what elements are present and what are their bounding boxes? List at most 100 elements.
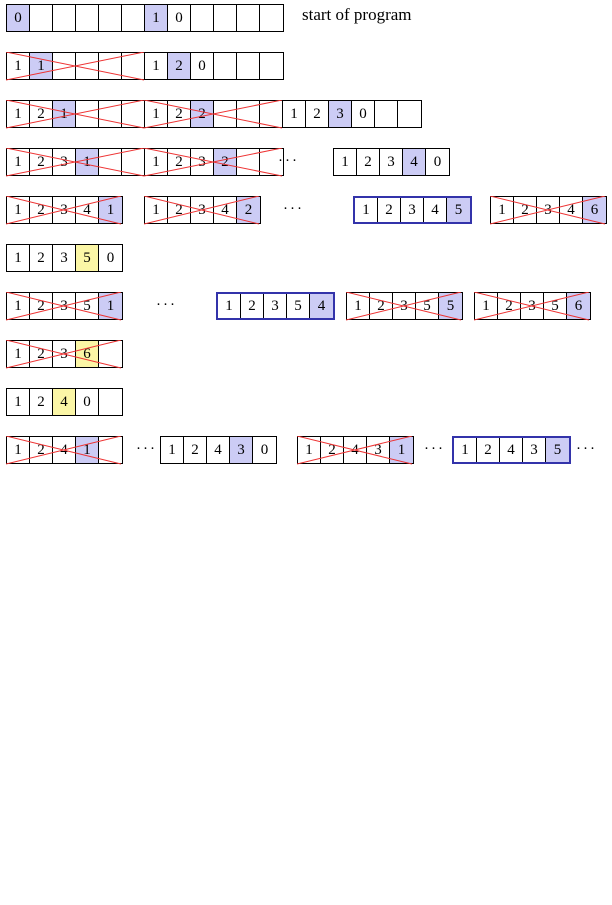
array-cell: 2: [30, 437, 53, 463]
array-cell: [53, 5, 76, 31]
array-cell: 5: [287, 294, 310, 318]
array-cell: 1: [7, 245, 30, 271]
array-cell: [214, 101, 237, 127]
array-cell: 1: [7, 53, 30, 79]
array-cell: [191, 5, 214, 31]
array-cell: [99, 389, 122, 415]
array-cell: 2: [378, 198, 401, 222]
array-cell: 1: [145, 5, 168, 31]
array-cell: 0: [7, 5, 30, 31]
array-cell: 2: [30, 389, 53, 415]
ellipsis: ···: [278, 153, 299, 169]
array-cell: 1: [145, 101, 168, 127]
array-cell: 5: [416, 293, 439, 319]
array-cell: 3: [523, 438, 546, 462]
array-cell: 3: [53, 293, 76, 319]
array-cell: 5: [544, 293, 567, 319]
array-cell: 5: [546, 438, 569, 462]
array-cell: 2: [30, 101, 53, 127]
array-cell: 3: [191, 149, 214, 175]
array-cell: 3: [53, 245, 76, 271]
cross-out-mark: [144, 196, 260, 225]
array-cell: 1: [390, 437, 413, 463]
array-cell: 4: [214, 197, 237, 223]
array-cell: [214, 53, 237, 79]
array-cell: 2: [168, 197, 191, 223]
array-cell: 3: [53, 197, 76, 223]
array-cell: 1: [7, 101, 30, 127]
array-cell: [260, 5, 283, 31]
array-cell: [99, 53, 122, 79]
array-cell: 1: [7, 389, 30, 415]
array-cell: [237, 101, 260, 127]
array-cell: [99, 5, 122, 31]
array-cell: [76, 5, 99, 31]
ellipsis: ···: [283, 201, 304, 217]
array-cell: 3: [393, 293, 416, 319]
array-cell: [53, 53, 76, 79]
array-cell: [99, 437, 122, 463]
array-cell: 1: [7, 293, 30, 319]
array-cell: 1: [334, 149, 357, 175]
array-cell: 3: [521, 293, 544, 319]
array-cell: 4: [207, 437, 230, 463]
array-cell: 3: [264, 294, 287, 318]
array-cell: 2: [30, 197, 53, 223]
array-cell: 1: [145, 53, 168, 79]
array-cell: [99, 101, 122, 127]
array-cell: 2: [306, 101, 329, 127]
array-cell: 0: [260, 441, 269, 458]
title-label: start of program: [302, 5, 412, 24]
array-cell: 3: [191, 197, 214, 223]
array-cell: [214, 5, 237, 31]
cross-out-mark: [297, 436, 413, 465]
array-cell: 4: [500, 438, 523, 462]
array-cell: 4: [560, 197, 583, 223]
array-cell: 0: [168, 5, 191, 31]
array-cell: 1: [298, 437, 321, 463]
array-cell: 0: [106, 249, 115, 266]
array-cell: 2: [30, 245, 53, 271]
array-cell: 1: [7, 437, 30, 463]
array-cell: 4: [76, 197, 99, 223]
array-cell: 1: [454, 438, 477, 462]
array-cell: 0: [352, 101, 375, 127]
array-cell: 1: [53, 101, 76, 127]
array-cell: 6: [567, 293, 590, 319]
array-cell: 2: [370, 293, 393, 319]
array-cell: 3: [380, 149, 403, 175]
array-cell: 6: [76, 341, 99, 367]
array-cell: 2: [30, 341, 53, 367]
array-cell: [99, 341, 122, 367]
array-cell: 1: [161, 437, 184, 463]
array-cell: [76, 53, 99, 79]
array-cell: [237, 149, 260, 175]
array-cell: 1: [283, 101, 306, 127]
array-cell: 1: [76, 437, 99, 463]
cross-out-mark: [6, 436, 122, 465]
array-cell: [122, 5, 145, 31]
array-cell: 1: [99, 197, 122, 223]
array-cell: 1: [145, 197, 168, 223]
array-cell: [122, 149, 145, 175]
array-cell: 3: [53, 149, 76, 175]
array-cell: [375, 101, 398, 127]
array-cell: 4: [53, 389, 76, 415]
array-cell: 2: [237, 197, 260, 223]
array-cell: 5: [447, 198, 470, 222]
array-cell: 2: [514, 197, 537, 223]
array-cell: 3: [329, 101, 352, 127]
